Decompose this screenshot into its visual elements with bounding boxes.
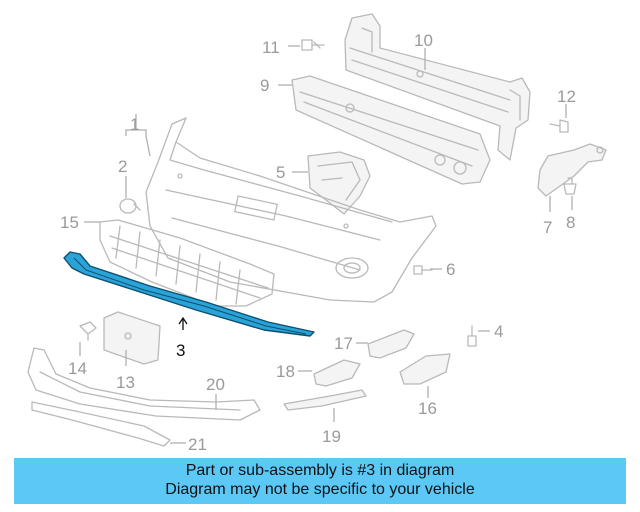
callout-21: 21 xyxy=(188,435,207,454)
callout-13: 13 xyxy=(116,373,135,392)
callout-3: 3 xyxy=(176,341,185,360)
license-bracket-part[interactable] xyxy=(103,311,161,365)
callout-9: 9 xyxy=(260,76,269,95)
bumper-cover-part[interactable] xyxy=(145,117,437,303)
callout-17: 17 xyxy=(334,334,353,353)
callout-16: 16 xyxy=(418,399,437,418)
callout-6: 6 xyxy=(446,260,455,279)
callout-2: 2 xyxy=(118,157,127,176)
callout-19: 19 xyxy=(322,427,341,446)
callout-18: 18 xyxy=(276,362,295,381)
callout-5: 5 xyxy=(276,163,285,182)
energy-absorber-part[interactable] xyxy=(291,75,491,185)
callout-15: 15 xyxy=(60,213,79,232)
callout-20: 20 xyxy=(206,375,225,394)
fog-trim-part-17[interactable] xyxy=(367,329,415,359)
lower-grille-part[interactable] xyxy=(99,219,275,307)
mounting-bracket-part[interactable] xyxy=(307,151,371,215)
screw-part-4[interactable] xyxy=(467,325,477,347)
fog-trim-part-18[interactable] xyxy=(313,359,361,387)
clip-part-14[interactable] xyxy=(79,321,97,341)
screw-part-6[interactable] xyxy=(413,265,433,275)
fog-bezel-part-16[interactable] xyxy=(399,353,451,385)
caption-line-2: Diagram may not be specific to your vehi… xyxy=(165,481,475,498)
callout-14: 14 xyxy=(68,359,87,378)
tow-cap-part[interactable] xyxy=(119,198,141,214)
caption-bar: Part or sub-assembly is #3 in diagram Di… xyxy=(14,458,626,504)
chrome-strip-part-19[interactable] xyxy=(283,389,367,411)
clip-part-8[interactable] xyxy=(563,177,577,195)
callout-11: 11 xyxy=(262,38,280,57)
spoiler-part-20[interactable] xyxy=(27,347,261,421)
highlighted-trim-strip-part-3[interactable] xyxy=(63,251,315,337)
caption-line-1: Part or sub-assembly is #3 in diagram xyxy=(185,462,455,479)
callout-10: 10 xyxy=(414,31,433,50)
bolt-part-11[interactable] xyxy=(301,39,325,51)
lower-strip-part-21[interactable] xyxy=(31,401,171,447)
callout-12: 12 xyxy=(557,87,576,106)
callout-4: 4 xyxy=(494,322,503,341)
reinforcement-beam-part[interactable] xyxy=(344,13,531,161)
side-bracket-part[interactable] xyxy=(537,143,607,197)
callout-8: 8 xyxy=(566,213,575,232)
callout-7: 7 xyxy=(543,218,552,237)
bolt-part-12[interactable] xyxy=(549,119,569,133)
callout-1: 1 xyxy=(130,115,139,134)
